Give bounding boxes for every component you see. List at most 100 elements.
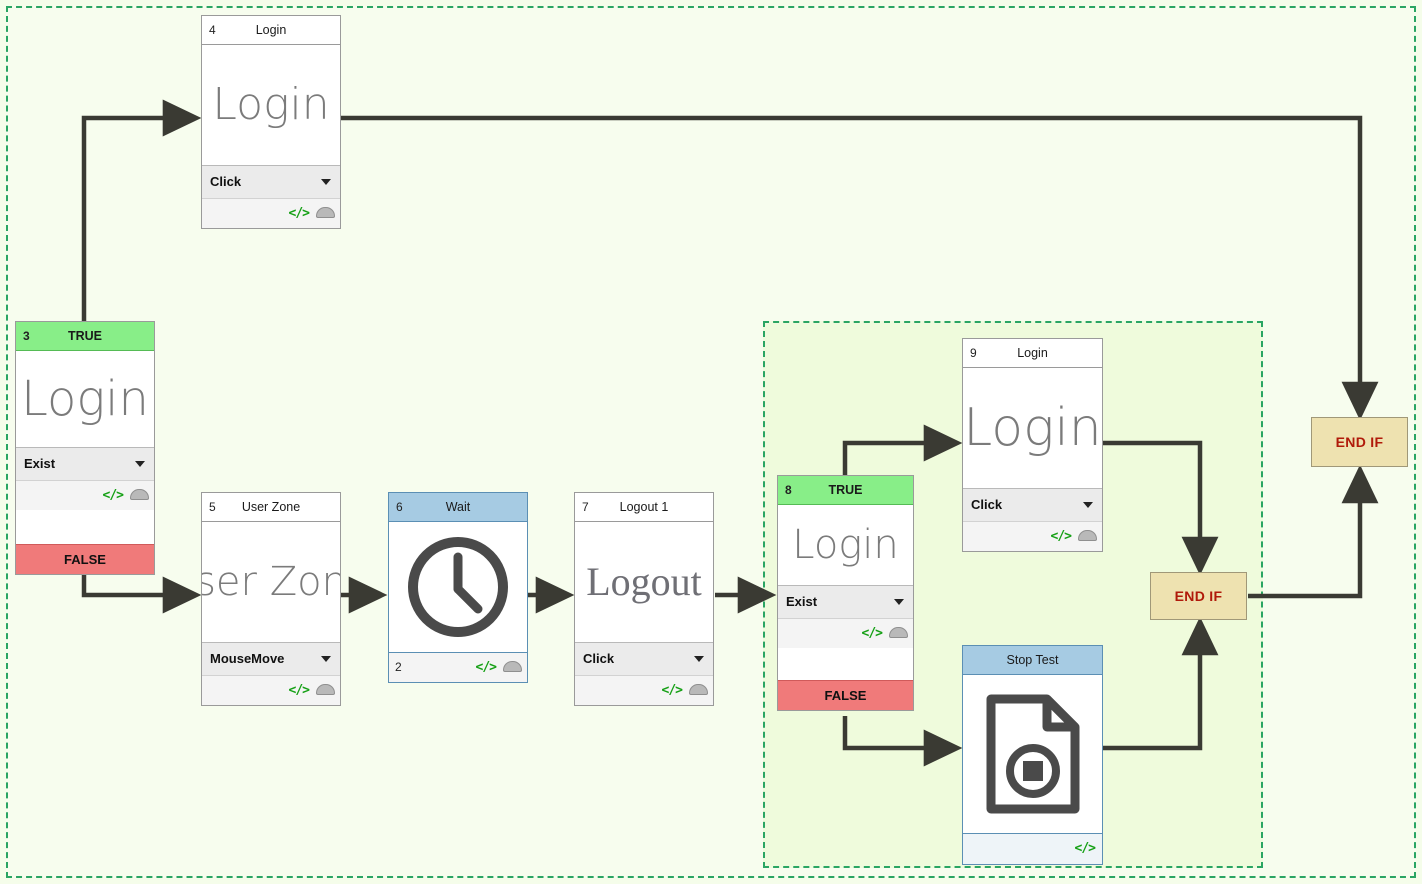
node-stop-test-header: Stop Test xyxy=(963,646,1102,675)
node-stop-test[interactable]: Stop Test </> xyxy=(962,645,1103,865)
node-condition-3-footer: </> xyxy=(16,481,154,510)
endif-outer[interactable]: END IF xyxy=(1311,417,1408,467)
node-login-9-header: 9 Login xyxy=(963,339,1102,368)
node-condition-3[interactable]: 3 TRUE Login Exist </> FALSE xyxy=(15,321,155,575)
node-wait-6-footer-value: 2 xyxy=(395,660,402,674)
node-condition-3-number: 3 xyxy=(23,329,30,343)
node-wait-6-footer: 2 </> xyxy=(389,653,527,682)
node-logout-7-action-select[interactable]: Click xyxy=(575,643,713,676)
node-login-4-title: Login xyxy=(255,23,287,37)
node-condition-3-spacer xyxy=(16,510,154,544)
node-login-9-number: 9 xyxy=(970,346,977,360)
wire-stoptest-to-endif-inner xyxy=(1103,616,1219,751)
chevron-down-icon xyxy=(894,599,904,605)
endif-inner-label: END IF xyxy=(1174,588,1223,604)
chevron-down-icon xyxy=(135,461,145,467)
node-condition-8-spacer xyxy=(778,648,913,680)
node-wait-6-title: Wait xyxy=(445,500,471,514)
node-condition-8-false-label[interactable]: FALSE xyxy=(778,680,913,710)
node-user-zone-5-title: User Zone xyxy=(241,500,301,514)
node-login-4-number: 4 xyxy=(209,23,216,37)
code-icon[interactable]: </> xyxy=(102,488,125,503)
node-condition-3-thumbnail: Login xyxy=(16,351,154,448)
node-user-zone-5-number: 5 xyxy=(209,500,216,514)
node-login-9-action-select[interactable]: Click xyxy=(963,489,1102,522)
cloud-icon[interactable] xyxy=(316,684,335,695)
node-logout-7-number: 7 xyxy=(582,500,589,514)
node-condition-8[interactable]: 8 TRUE Login Exist </> FALSE xyxy=(777,475,914,711)
node-user-zone-5-action-select[interactable]: MouseMove xyxy=(202,643,340,676)
wire-cond8-true-to-login9 xyxy=(842,424,963,478)
node-condition-3-false-label[interactable]: FALSE xyxy=(16,544,154,574)
node-stop-test-thumbnail xyxy=(963,675,1102,834)
node-condition-3-thumb-text: Login xyxy=(21,371,149,427)
node-condition-8-thumb-text: Login xyxy=(792,522,899,568)
node-condition-8-number: 8 xyxy=(785,483,792,497)
node-logout-7-thumbnail: Logout xyxy=(575,522,713,643)
node-condition-3-true-label: TRUE xyxy=(67,329,103,343)
node-condition-8-thumbnail: Login xyxy=(778,505,913,586)
cloud-icon[interactable] xyxy=(503,661,522,672)
chevron-down-icon xyxy=(1083,502,1093,508)
node-logout-7-title: Logout 1 xyxy=(619,500,669,514)
node-login-4-footer: </> xyxy=(202,199,340,228)
chevron-down-icon xyxy=(694,656,704,662)
node-user-zone-5-header: 5 User Zone xyxy=(202,493,340,522)
node-login-9-action-value: Click xyxy=(971,497,1003,512)
node-user-zone-5-thumb-text: ser Zon xyxy=(202,559,340,605)
node-condition-3-action-select[interactable]: Exist xyxy=(16,448,154,481)
node-user-zone-5[interactable]: 5 User Zone ser Zon MouseMove </> xyxy=(201,492,341,706)
code-icon[interactable]: </> xyxy=(1050,529,1073,544)
node-stop-test-title: Stop Test xyxy=(1006,653,1059,667)
node-condition-8-footer: </> xyxy=(778,619,913,648)
node-login-4-thumbnail: Login xyxy=(202,45,340,166)
code-icon[interactable]: </> xyxy=(861,626,884,641)
code-icon[interactable]: </> xyxy=(288,683,311,698)
node-login-9-thumb-text: Login xyxy=(963,398,1102,458)
node-login-4-header: 4 Login xyxy=(202,16,340,45)
node-wait-6-thumbnail xyxy=(389,522,527,653)
node-login-9-title: Login xyxy=(1017,346,1048,360)
node-condition-8-true-label: TRUE xyxy=(828,483,863,497)
code-icon[interactable]: </> xyxy=(1074,841,1097,856)
cloud-icon[interactable] xyxy=(889,627,908,638)
node-wait-6-header: 6 Wait xyxy=(389,493,527,522)
node-user-zone-5-action-value: MouseMove xyxy=(210,651,285,666)
node-logout-7-thumb-text: Logout xyxy=(586,559,702,604)
stop-test-document-icon xyxy=(986,694,1079,814)
node-wait-6-number: 6 xyxy=(396,500,403,514)
cloud-icon[interactable] xyxy=(689,684,708,695)
wire-cond3-true-to-login4 xyxy=(81,99,202,326)
node-condition-3-action-value: Exist xyxy=(24,456,56,471)
node-logout-7-footer: </> xyxy=(575,676,713,705)
node-logout-7-header: 7 Logout 1 xyxy=(575,493,713,522)
node-login-9[interactable]: 9 Login Login Click </> xyxy=(962,338,1103,552)
code-icon[interactable]: </> xyxy=(661,683,684,698)
node-login-4-action-value: Click xyxy=(210,174,242,189)
wire-login9-to-endif-inner xyxy=(1103,440,1219,576)
cloud-icon[interactable] xyxy=(316,207,335,218)
node-login-4-action-select[interactable]: Click xyxy=(202,166,340,199)
code-icon[interactable]: </> xyxy=(288,206,311,221)
code-icon[interactable]: </> xyxy=(475,660,498,675)
node-login-9-footer: </> xyxy=(963,522,1102,551)
cloud-icon[interactable] xyxy=(130,489,149,500)
node-wait-6[interactable]: 6 Wait 2 </> xyxy=(388,492,528,683)
node-condition-8-header: 8 TRUE xyxy=(778,476,913,505)
node-condition-8-action-value: Exist xyxy=(786,594,818,609)
node-login-4-thumb-text: Login xyxy=(212,79,330,130)
node-logout-7[interactable]: 7 Logout 1 Logout Click </> xyxy=(574,492,714,706)
node-login-9-thumbnail: Login xyxy=(963,368,1102,489)
node-logout-7-action-value: Click xyxy=(583,651,615,666)
endif-inner[interactable]: END IF xyxy=(1150,572,1247,620)
node-condition-3-header: 3 TRUE xyxy=(16,322,154,351)
node-condition-8-action-select[interactable]: Exist xyxy=(778,586,913,619)
wire-login4-to-endif-outer xyxy=(341,115,1379,421)
chevron-down-icon xyxy=(321,656,331,662)
cloud-icon[interactable] xyxy=(1078,530,1097,541)
wire-endif-inner-to-endif-outer xyxy=(1248,464,1379,599)
node-login-4[interactable]: 4 Login Login Click </> xyxy=(201,15,341,229)
node-stop-test-footer: </> xyxy=(963,834,1102,864)
